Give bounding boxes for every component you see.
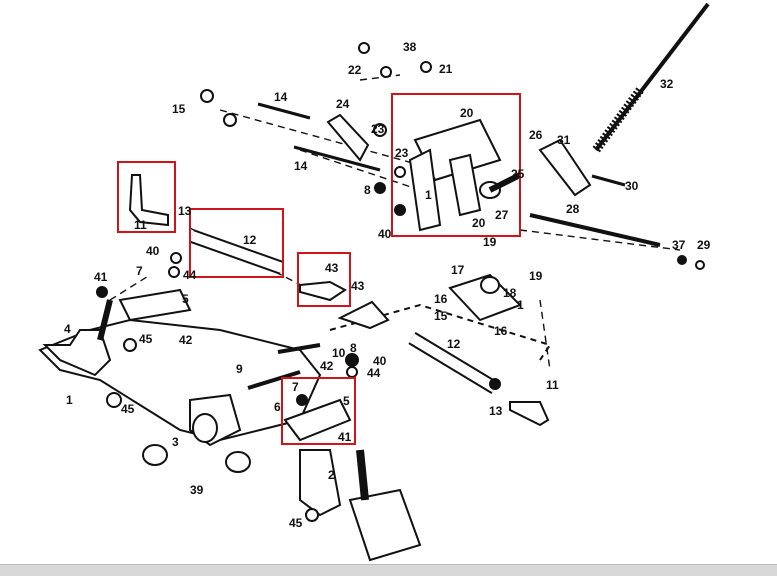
fasteners xyxy=(96,42,705,522)
callout-45-b: 45 xyxy=(121,402,135,416)
callout-14-b: 14 xyxy=(294,159,308,173)
callout-1-b: 1 xyxy=(517,298,524,312)
callout-9: 9 xyxy=(236,362,243,376)
callout-27: 27 xyxy=(495,208,509,222)
callout-21: 21 xyxy=(439,62,453,76)
callout-31: 31 xyxy=(557,133,571,147)
callout-42: 42 xyxy=(179,333,193,347)
callout-45: 45 xyxy=(139,332,153,346)
callout-7-b: 7 xyxy=(292,380,299,394)
callout-20: 20 xyxy=(460,106,474,120)
callout-23: 23 xyxy=(371,122,385,136)
callout-10: 10 xyxy=(332,346,346,360)
bracket-assembly-20 xyxy=(408,118,522,232)
parts-artwork xyxy=(38,2,710,562)
callout-13-b: 13 xyxy=(489,404,503,418)
callout-5: 5 xyxy=(182,292,189,306)
callout-37: 37 xyxy=(672,238,686,252)
callout-12: 12 xyxy=(243,233,257,247)
callout-15: 15 xyxy=(172,102,186,116)
callout-4: 4 xyxy=(64,322,71,336)
callout-19: 19 xyxy=(483,235,497,249)
frame-casting xyxy=(38,303,552,447)
callout-43: 43 xyxy=(325,261,339,275)
callout-8-b: 8 xyxy=(350,341,357,355)
callout-1-c: 1 xyxy=(66,393,73,407)
callout-16-b: 16 xyxy=(494,324,508,338)
callout-44: 44 xyxy=(183,268,197,282)
callout-20-b: 20 xyxy=(472,216,486,230)
callout-41-b: 41 xyxy=(338,430,352,444)
callout-23-b: 23 xyxy=(395,146,409,160)
callout-11: 11 xyxy=(134,218,147,232)
callout-44-b: 44 xyxy=(367,366,381,380)
callout-11-b: 11 xyxy=(546,378,559,392)
callout-25: 25 xyxy=(511,167,525,181)
callout-42-b: 42 xyxy=(320,359,334,373)
callout-8: 8 xyxy=(364,183,371,197)
callout-14: 14 xyxy=(274,90,288,104)
callout-43-b: 43 xyxy=(351,279,365,293)
highlight-box-part-11 xyxy=(117,161,176,233)
highlight-box-part-43 xyxy=(297,252,351,307)
callout-12-b: 12 xyxy=(447,337,461,351)
callout-40-b: 40 xyxy=(146,244,160,258)
callout-29: 29 xyxy=(697,238,711,252)
callout-1: 1 xyxy=(425,188,432,202)
highlight-box-part-12 xyxy=(189,208,284,278)
callout-17: 17 xyxy=(451,263,465,277)
callout-19-b: 19 xyxy=(529,269,543,283)
highlight-box-part-group-20 xyxy=(391,93,521,237)
callout-2: 2 xyxy=(328,468,335,482)
callout-15-b: 15 xyxy=(434,309,448,323)
callout-5-b: 5 xyxy=(343,394,350,408)
callout-13: 13 xyxy=(178,204,192,218)
tie-rod-12-right xyxy=(408,332,499,394)
highlight-boxes xyxy=(117,93,521,445)
callout-38: 38 xyxy=(403,40,417,54)
tie-rod-12-left xyxy=(189,229,285,275)
control-rod-32 xyxy=(592,2,710,153)
bottom-strip xyxy=(0,564,777,576)
callout-40: 40 xyxy=(378,227,392,241)
callout-32: 32 xyxy=(660,77,674,91)
callout-6: 6 xyxy=(274,400,281,414)
callout-39: 39 xyxy=(190,483,204,497)
callout-41: 41 xyxy=(94,270,108,284)
callout-40-c: 40 xyxy=(373,354,387,368)
callout-16: 16 xyxy=(434,292,448,306)
callout-22: 22 xyxy=(348,63,362,77)
callout-45-c: 45 xyxy=(289,516,303,530)
callout-26: 26 xyxy=(529,128,543,142)
callout-30: 30 xyxy=(625,179,639,193)
dashed-leader-lines xyxy=(109,74,681,371)
callout-24: 24 xyxy=(336,97,350,111)
callout-7: 7 xyxy=(136,264,143,278)
highlight-box-part-group-5 xyxy=(281,377,356,445)
callout-18: 18 xyxy=(503,286,517,300)
callout-labels: 38 22 21 32 14 15 24 23 20 26 31 23 8 25… xyxy=(64,40,711,530)
callout-3: 3 xyxy=(172,435,179,449)
callout-28: 28 xyxy=(566,202,580,216)
